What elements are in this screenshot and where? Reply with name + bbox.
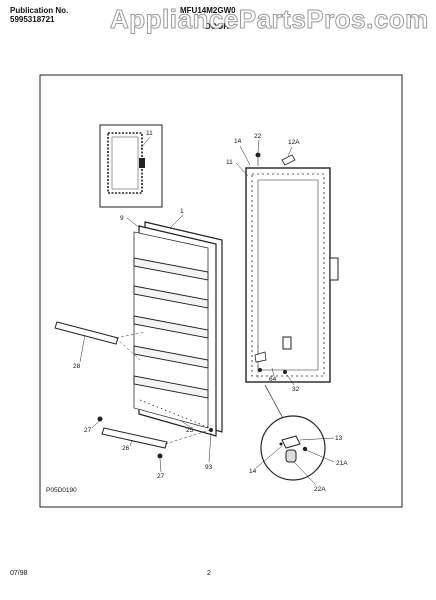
callout-label: 14 [234, 138, 242, 145]
gasket-outer [245, 167, 331, 383]
diagram-code: P05D0190 [46, 487, 77, 494]
door-shelves [133, 257, 209, 399]
publication-label: Publication No. [10, 6, 69, 15]
callout-label: 32 [292, 386, 300, 393]
callout-pointers [79, 136, 335, 486]
inset-gasket-inner [111, 136, 139, 190]
gasket-latch [329, 257, 339, 281]
callout-label: 21A [336, 460, 348, 467]
callout-label: 9 [120, 215, 124, 222]
callout-label: 13 [335, 435, 343, 442]
footer-date: 07/98 [10, 570, 28, 577]
publication-number: 5995318721 [10, 15, 55, 24]
callout-label: 93 [205, 464, 213, 471]
section-title: DOOR [205, 22, 229, 31]
leader-lines [115, 331, 259, 445]
detail-screw [302, 446, 308, 452]
callout-label: 22 [254, 133, 262, 140]
callout-label: 28 [73, 363, 81, 370]
callout-label: 27 [84, 427, 92, 434]
callout-label: 1 [180, 208, 184, 215]
trim-bar-28 [54, 321, 119, 345]
callout-label: 11 [226, 159, 233, 166]
gasket-inner [257, 179, 319, 371]
detail-bushing [285, 449, 297, 463]
callout-label: 12A [288, 139, 300, 146]
trim-bar-26 [101, 427, 168, 449]
callout-label: 22A [314, 486, 326, 493]
hinge-top [281, 154, 296, 166]
gasket-tab [282, 336, 292, 350]
screw-27-top [97, 416, 103, 422]
screw-27-bottom [157, 453, 163, 459]
footer-page: 2 [207, 570, 211, 577]
callout-label: 27 [157, 473, 165, 480]
model-number: MFU14M2GW0 [180, 6, 236, 15]
hinge-detail-circle [260, 415, 326, 481]
callout-label: 25 [186, 427, 194, 434]
screw-93 [209, 428, 213, 432]
callout-label: 14 [249, 468, 257, 475]
hinge-bottom [254, 351, 267, 363]
watermark: AppliancePartsPros.com [110, 4, 429, 35]
inset-gasket-tab [139, 158, 145, 168]
callout-label: 26 [122, 445, 130, 452]
inset-box [99, 124, 163, 208]
detail-hinge-plate [281, 435, 301, 449]
detail-leader [264, 384, 286, 423]
diagram-frame [39, 74, 403, 508]
callout-label: 64 [269, 376, 277, 383]
callout-label: 11 [146, 130, 153, 137]
screw-22 [255, 152, 261, 158]
